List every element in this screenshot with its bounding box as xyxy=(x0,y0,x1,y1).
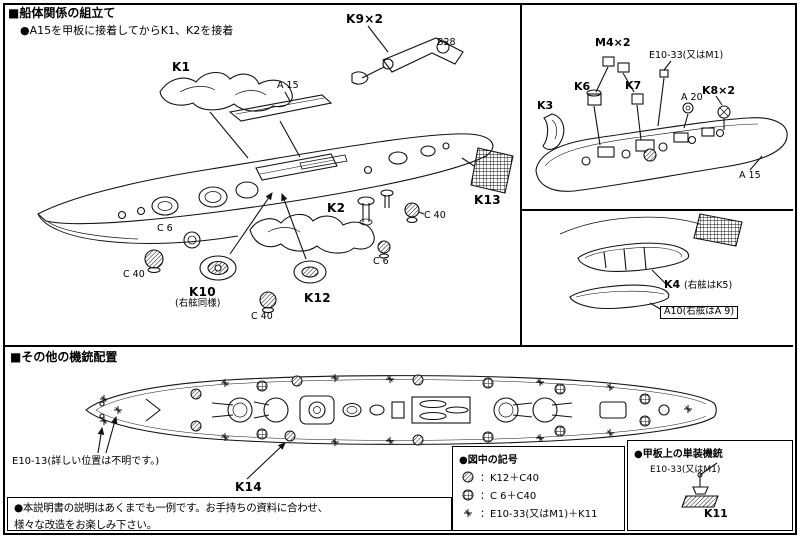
legend-title: ●図中の記号 xyxy=(459,455,518,466)
part-label-k4-suffix: (右舷はK5) xyxy=(684,280,733,291)
part-label-k10: K10 xyxy=(189,285,216,299)
part-label-e10-13: E10-13(詳しい位置は不明です。) xyxy=(12,456,160,467)
part-label-k4: K4 xyxy=(664,278,681,291)
part-label-c40: C 40 xyxy=(123,269,145,280)
single-gun-box: ●甲板上の単装機銃 E10-33(又はM1) K11 xyxy=(627,440,793,531)
single-gun-title: ●甲板上の単装機銃 xyxy=(634,449,723,460)
part-label-k12: K12 xyxy=(304,291,331,305)
grid-circle-icon xyxy=(462,489,474,500)
hatched-circle-icon xyxy=(462,471,474,482)
part-label-b28: B28 xyxy=(437,37,456,48)
divider-vertical xyxy=(520,5,522,347)
note-line-1: ●本説明書の説明はあくまでも一例です。お手持ちの資料に合わせ、 xyxy=(14,502,328,514)
legend-item-text: ：K12＋C40 xyxy=(480,473,539,484)
part-label-k6: K6 xyxy=(574,80,591,93)
part-label-k9: K9×2 xyxy=(346,12,384,26)
part-label-c6: C 6 xyxy=(157,223,173,234)
note-box: ●本説明書の説明はあくまでも一例です。お手持ちの資料に合わせ、 様々な改造をお楽… xyxy=(7,497,452,531)
part-label-c6: C 6 xyxy=(373,256,389,267)
part-label-k14: K14 xyxy=(235,480,262,494)
part-label-k11: K11 xyxy=(704,507,728,520)
part-label-k13: K13 xyxy=(474,193,501,207)
cross-mark-icon xyxy=(463,508,473,517)
part-label-k1: K1 xyxy=(172,60,191,74)
part-label-k10-note: (右舷同様) xyxy=(175,298,221,309)
legend-box: ●図中の記号 ：K12＋C40 ：C 6＋C40 ：E10-33(又はM1)＋K… xyxy=(452,446,625,531)
part-label-a15: A 15 xyxy=(277,80,299,91)
gun-layout-title: ■その他の機銃配置 xyxy=(10,350,118,364)
part-label-a15: A 15 xyxy=(739,170,761,181)
hull-assembly-title: ■船体関係の組立て xyxy=(8,6,116,20)
legend-item-text: ：C 6＋C40 xyxy=(480,491,537,502)
part-label-k2: K2 xyxy=(327,201,346,215)
divider-horizontal-main xyxy=(5,345,793,347)
part-label-c40: C 40 xyxy=(251,311,273,322)
legend-item-e10-33-k11: ：E10-33(又はM1)＋K11 xyxy=(461,505,624,520)
part-label-k8: K8×2 xyxy=(702,84,736,97)
part-label-a20: A 20 xyxy=(681,92,703,103)
part-label-k7: K7 xyxy=(625,79,642,92)
legend-item-k12-c40: ：K12＋C40 xyxy=(461,469,624,484)
outer-frame xyxy=(3,3,797,535)
part-label-k3: K3 xyxy=(537,99,554,112)
part-label-a10: A10(右舷はA 9) xyxy=(660,306,739,320)
legend-item-text: ：E10-33(又はM1)＋K11 xyxy=(480,509,598,520)
note-line-2: 様々な改造をお楽しみ下さい。 xyxy=(14,519,157,531)
legend-item-c6-c40: ：C 6＋C40 xyxy=(461,487,624,502)
part-label-c40: C 40 xyxy=(424,210,446,221)
single-gun-part-label: E10-33(又はM1) xyxy=(650,465,721,475)
part-label-m4: M4×2 xyxy=(595,36,631,49)
part-label-e10-33: E10-33(又はM1) xyxy=(649,50,724,61)
hull-assembly-instruction: ●A15を甲板に接着してからK1、K2を接着 xyxy=(20,24,234,37)
divider-horizontal-right xyxy=(520,209,793,211)
